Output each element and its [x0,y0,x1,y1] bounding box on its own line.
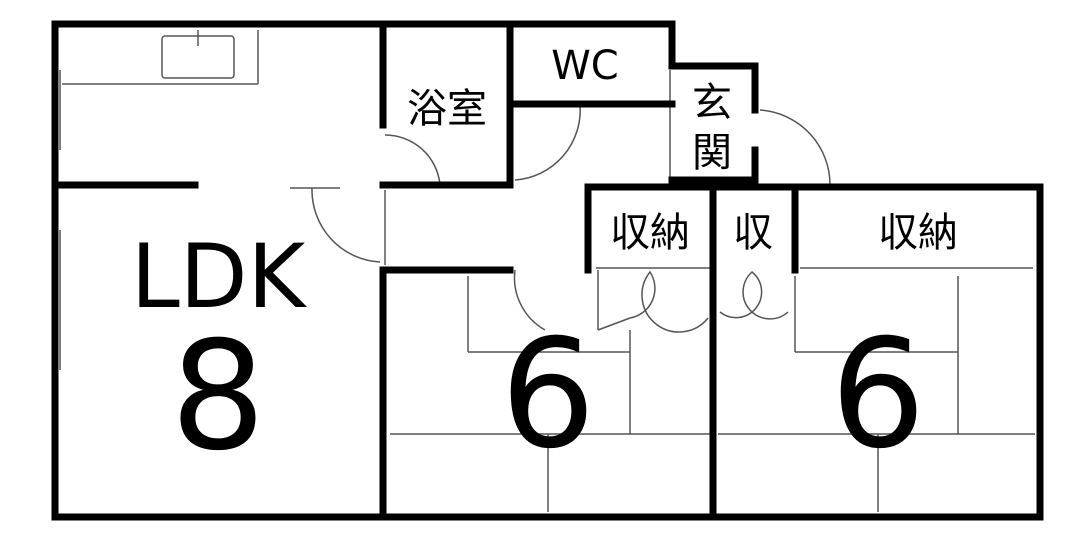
closet-small-door [719,271,789,320]
storage-1-label: 収納 [610,210,690,256]
ldk-name-label: LDK [131,225,308,328]
storage-small-label: 収 [733,210,773,256]
room1-door-swing [513,269,546,331]
tatami-1-size-label: 6 [500,308,595,482]
entrance-door-swing [759,109,831,186]
door-swings [311,104,831,333]
bath-door-swing [384,134,441,186]
closet1-door-right [629,270,709,333]
entrance-label-char1: 玄 [692,80,732,126]
ldk-door-swing [311,187,381,263]
storage-2-label: 収納 [878,210,958,256]
entrance-label-char2: 関 [692,130,732,176]
closet1-door-left [597,270,631,331]
bath-label: 浴室 [407,86,487,132]
walls [51,20,1044,521]
wc-label: WC [551,43,618,89]
ldk-size-label: 8 [170,310,265,484]
wc-door-swing [514,104,581,181]
tatami-2-size-label: 6 [830,308,925,482]
